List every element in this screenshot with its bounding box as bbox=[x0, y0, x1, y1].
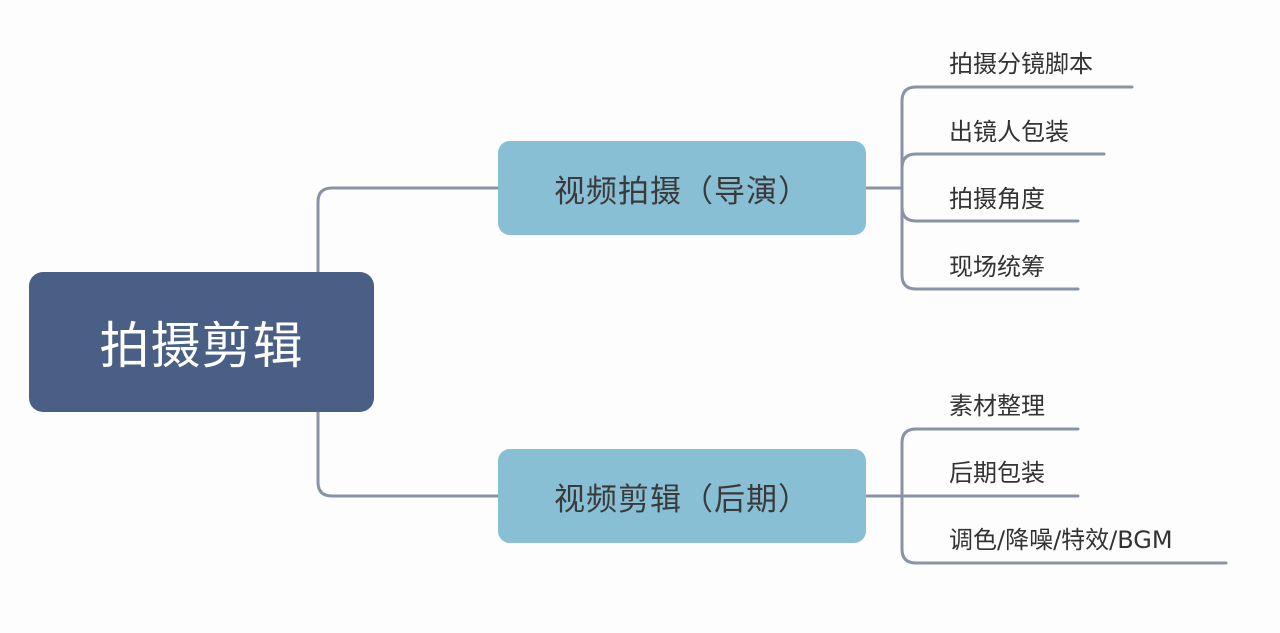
leaf-node[interactable]: 后期包装 bbox=[949, 459, 1045, 487]
root-node[interactable]: 拍摄剪辑 bbox=[29, 272, 374, 412]
connector-leaf-5 bbox=[900, 427, 1080, 498]
leaf-node[interactable]: 调色/降噪/特效/BGM bbox=[949, 526, 1173, 554]
leaf-node[interactable]: 出镜人包装 bbox=[949, 118, 1069, 146]
connector-root-to-branch-top bbox=[316, 186, 500, 274]
branch-node-shooting[interactable]: 视频拍摄（导演） bbox=[498, 141, 866, 235]
leaf-node[interactable]: 素材整理 bbox=[949, 392, 1045, 420]
leaf-node[interactable]: 拍摄角度 bbox=[949, 185, 1045, 213]
connector-leaf-2 bbox=[900, 152, 1106, 190]
connector-leaf-1 bbox=[900, 85, 1134, 190]
branch-node-label: 视频剪辑（后期） bbox=[554, 481, 810, 518]
leaf-node[interactable]: 现场统筹 bbox=[949, 253, 1045, 281]
branch-node-label: 视频拍摄（导演） bbox=[554, 173, 810, 210]
connector-leaf-4 bbox=[900, 186, 1080, 291]
leaf-node[interactable]: 拍摄分镜脚本 bbox=[949, 50, 1093, 78]
connector-root-to-branch-bottom bbox=[316, 410, 500, 498]
branch-node-editing[interactable]: 视频剪辑（后期） bbox=[498, 449, 866, 543]
root-node-label: 拍摄剪辑 bbox=[99, 317, 304, 375]
connector-leaf-7 bbox=[900, 494, 1228, 565]
